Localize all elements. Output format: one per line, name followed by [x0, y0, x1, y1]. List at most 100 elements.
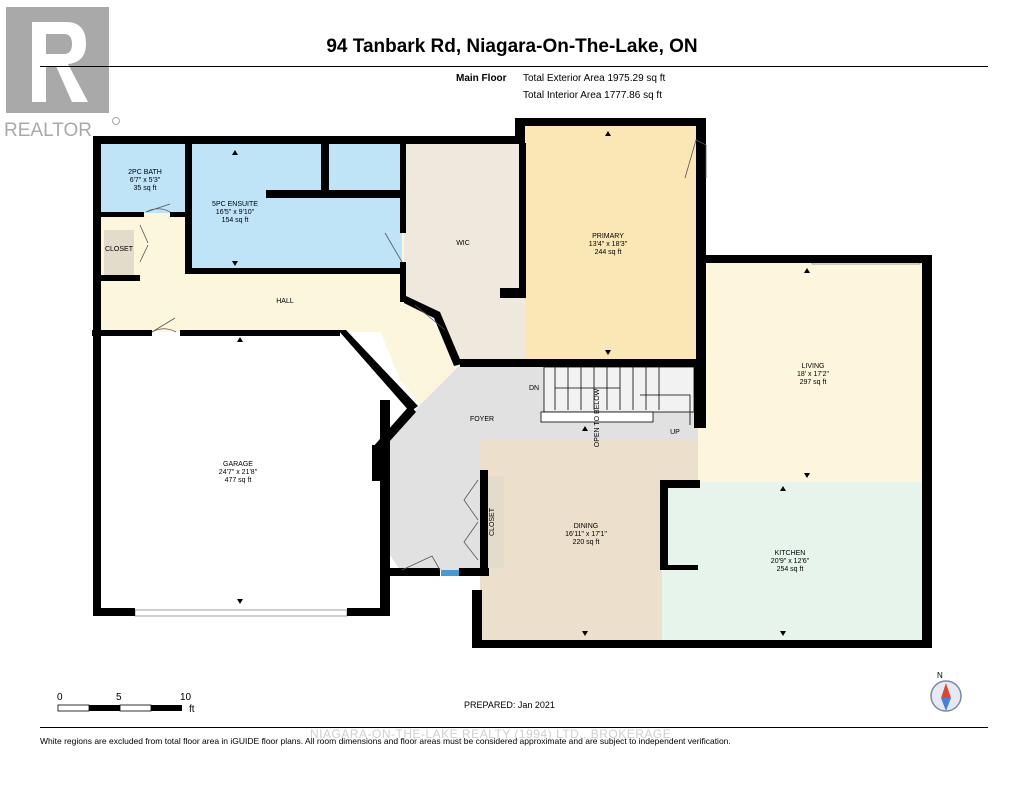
room-fills	[100, 125, 923, 640]
window	[441, 570, 459, 576]
bath-area: 35 sq ft	[134, 185, 157, 192]
compass-needle-north	[941, 683, 951, 698]
stairs-down-label: DN	[529, 385, 539, 392]
dim-arrow	[237, 337, 243, 342]
interior-area: Total Interior Area 1777.86 sq ft	[523, 90, 662, 101]
wall	[100, 275, 140, 281]
dim-arrow	[605, 131, 611, 136]
wall	[93, 136, 101, 616]
scale-seg	[119, 704, 152, 712]
compass-needle-south	[941, 698, 951, 711]
closet2-name: CLOSET	[489, 507, 496, 536]
wall	[460, 359, 706, 367]
wall	[380, 568, 440, 576]
wall	[660, 640, 932, 648]
dim-arrow	[804, 473, 810, 478]
door-swing	[151, 317, 177, 333]
exterior-area: Total Exterior Area 1975.29 sq ft	[523, 73, 666, 84]
dining-name: DINING	[574, 523, 599, 530]
wall	[515, 118, 705, 126]
compass-icon: N	[930, 671, 962, 712]
room-labels: 2PC BATH 6'7" x 5'3" 35 sq ft 5PC ENSUIT…	[105, 169, 830, 573]
wall	[696, 255, 932, 263]
closet1-name: CLOSET	[105, 246, 134, 253]
wall	[696, 118, 706, 363]
stair-arrow-up	[640, 394, 691, 425]
dining-fill	[480, 440, 698, 640]
wall	[347, 608, 389, 616]
dining-dims: 16'11" x 17'1"	[565, 531, 607, 538]
wall	[185, 143, 192, 273]
open-to-below-label: OPEN TO BELOW	[594, 388, 601, 447]
kitchen-name: KITCHEN	[775, 550, 806, 557]
scale-seg	[89, 705, 120, 711]
disclaimer-text: White regions are excluded from total fl…	[40, 736, 731, 746]
wall	[403, 136, 525, 144]
wall	[400, 143, 406, 233]
wall	[92, 330, 152, 336]
hall-name: HALL	[276, 298, 294, 305]
wall	[660, 565, 698, 570]
stair-rail	[540, 411, 654, 423]
scale-tick-5: 5	[116, 692, 122, 703]
ensuite-name: 5PC ENSUITE	[212, 201, 258, 208]
ensuite-dims: 16'5" x 9'10"	[216, 209, 255, 216]
wall	[321, 143, 329, 193]
hall-curve-fill	[330, 272, 460, 405]
wall	[338, 330, 418, 412]
wall	[922, 255, 932, 648]
logo-wordmark: REALTOR	[4, 120, 92, 140]
wall	[404, 295, 462, 366]
scale-tick-0: 0	[57, 692, 63, 703]
bath-fill	[100, 143, 188, 213]
dining-area: 220 sq ft	[573, 539, 600, 546]
wic-name: WIC	[456, 240, 470, 247]
garage-door	[134, 609, 348, 617]
page-title: 94 Tanbark Rd, Niagara-On-The-Lake, ON	[326, 36, 698, 57]
dim-arrow	[232, 150, 238, 155]
wall	[372, 405, 416, 452]
dim-arrow	[780, 631, 786, 636]
ensuite-area: 154 sq ft	[222, 217, 249, 224]
scale-seg	[57, 704, 90, 712]
wall	[694, 360, 706, 428]
logo-r-glyph	[32, 22, 88, 102]
prepared-date: PREPARED: Jan 2021	[464, 700, 555, 710]
garage-name: GARAGE	[223, 461, 253, 468]
wall	[660, 480, 700, 488]
kitchen-area: 254 sq ft	[777, 566, 804, 573]
wall	[180, 330, 340, 336]
living-name: LIVING	[802, 363, 825, 370]
living-fill	[698, 262, 923, 482]
wall	[660, 480, 668, 570]
primary-area: 244 sq ft	[595, 249, 622, 256]
wall	[500, 288, 526, 298]
ensuite-fill	[192, 143, 402, 270]
wall	[185, 268, 405, 274]
wall	[459, 568, 489, 576]
primary-fill	[525, 125, 698, 360]
compass-north: N	[937, 671, 943, 680]
scale-unit: ft	[189, 704, 195, 715]
foyer-name: FOYER	[470, 416, 494, 423]
scale-seg	[151, 705, 182, 711]
wall	[100, 212, 144, 217]
primary-dims: 13'4" x 18'3"	[589, 241, 628, 248]
door-swing	[414, 304, 446, 331]
bath-name: 2PC BATH	[128, 169, 162, 176]
walls	[92, 118, 932, 648]
door-swing	[384, 232, 403, 263]
door-swing	[684, 139, 707, 179]
floor-label: Main Floor	[456, 73, 507, 84]
dim-arrow	[605, 350, 611, 355]
wic-fill	[404, 143, 525, 360]
wall	[515, 118, 525, 143]
door-swing	[401, 555, 441, 571]
wall	[480, 470, 488, 576]
wall	[472, 590, 482, 648]
wall	[93, 608, 135, 616]
door-swing	[145, 203, 171, 213]
garage-dims: 24'7" x 21'8"	[219, 469, 258, 476]
door-swing	[139, 224, 149, 263]
